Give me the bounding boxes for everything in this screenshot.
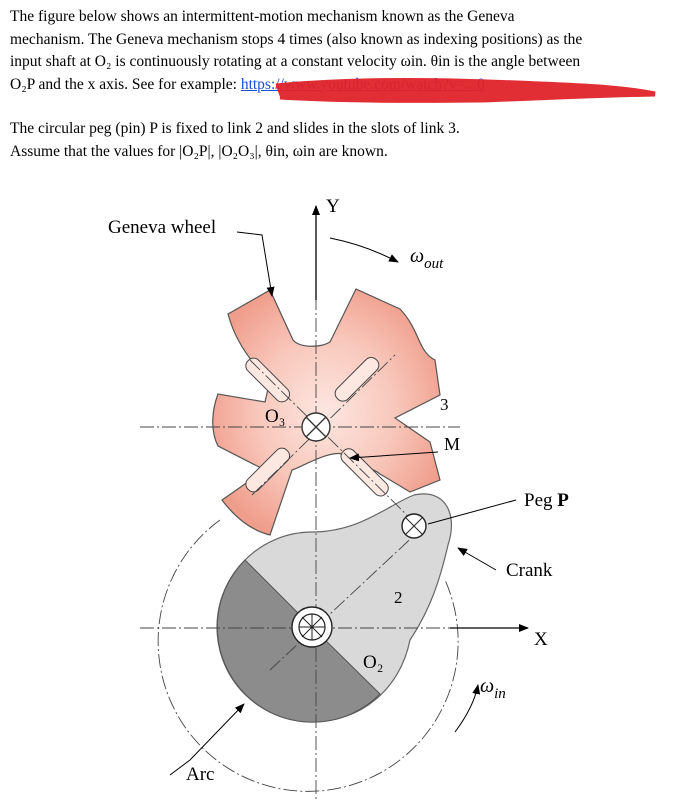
slot-upper-left	[245, 357, 291, 403]
m-leader	[349, 451, 439, 462]
geneva-wheel-leader	[236, 231, 275, 297]
x-axis-label: X	[534, 629, 548, 650]
problem-paragraph-2: The circular peg (pin) P is fixed to lin…	[10, 118, 680, 163]
link2-label: 2	[394, 588, 403, 607]
o2-label: O₂	[363, 652, 383, 673]
problem-line: input shaft at O₂ is continuously rotati…	[10, 53, 581, 70]
problem-paragraph-1: The figure below shows an intermittent-m…	[10, 6, 680, 96]
m-label: M	[444, 434, 460, 454]
peg-leader	[427, 499, 517, 525]
y-axis-label: Y	[326, 196, 340, 217]
peg-p	[401, 513, 427, 539]
omega-out-arrow	[329, 237, 399, 263]
link3-label: 3	[440, 395, 449, 414]
peg-label: Peg P	[524, 490, 569, 511]
omega-in-label: ωin	[480, 675, 506, 702]
arc-leader	[169, 703, 245, 776]
crank-label: Crank	[506, 560, 553, 581]
problem-line: The figure below shows an intermittent-m…	[10, 8, 515, 25]
problem-line: O₂P and the x axis. See for example:	[10, 75, 237, 93]
slot-upper-right	[334, 356, 380, 402]
omega-in-arrow	[454, 684, 481, 733]
problem-line: mechanism. The Geneva mechanism stops 4 …	[10, 30, 583, 48]
o3-label: O₃	[265, 406, 285, 427]
redaction-scribble	[275, 78, 656, 103]
o2-hub	[291, 606, 333, 648]
geneva-wheel-label: Geneva wheel	[108, 217, 216, 238]
slot-lower-left	[245, 447, 291, 493]
arc-path	[157, 519, 459, 792]
arc-label: Arc	[186, 764, 214, 785]
omega-out-label: ωout	[410, 245, 444, 272]
problem-line: The circular peg (pin) P is fixed to lin…	[10, 120, 460, 137]
crank-leader	[457, 547, 497, 571]
problem-line: Assume that the values for |O₂P|, |O₂O₃|…	[10, 142, 388, 160]
o3-hub	[301, 412, 331, 442]
